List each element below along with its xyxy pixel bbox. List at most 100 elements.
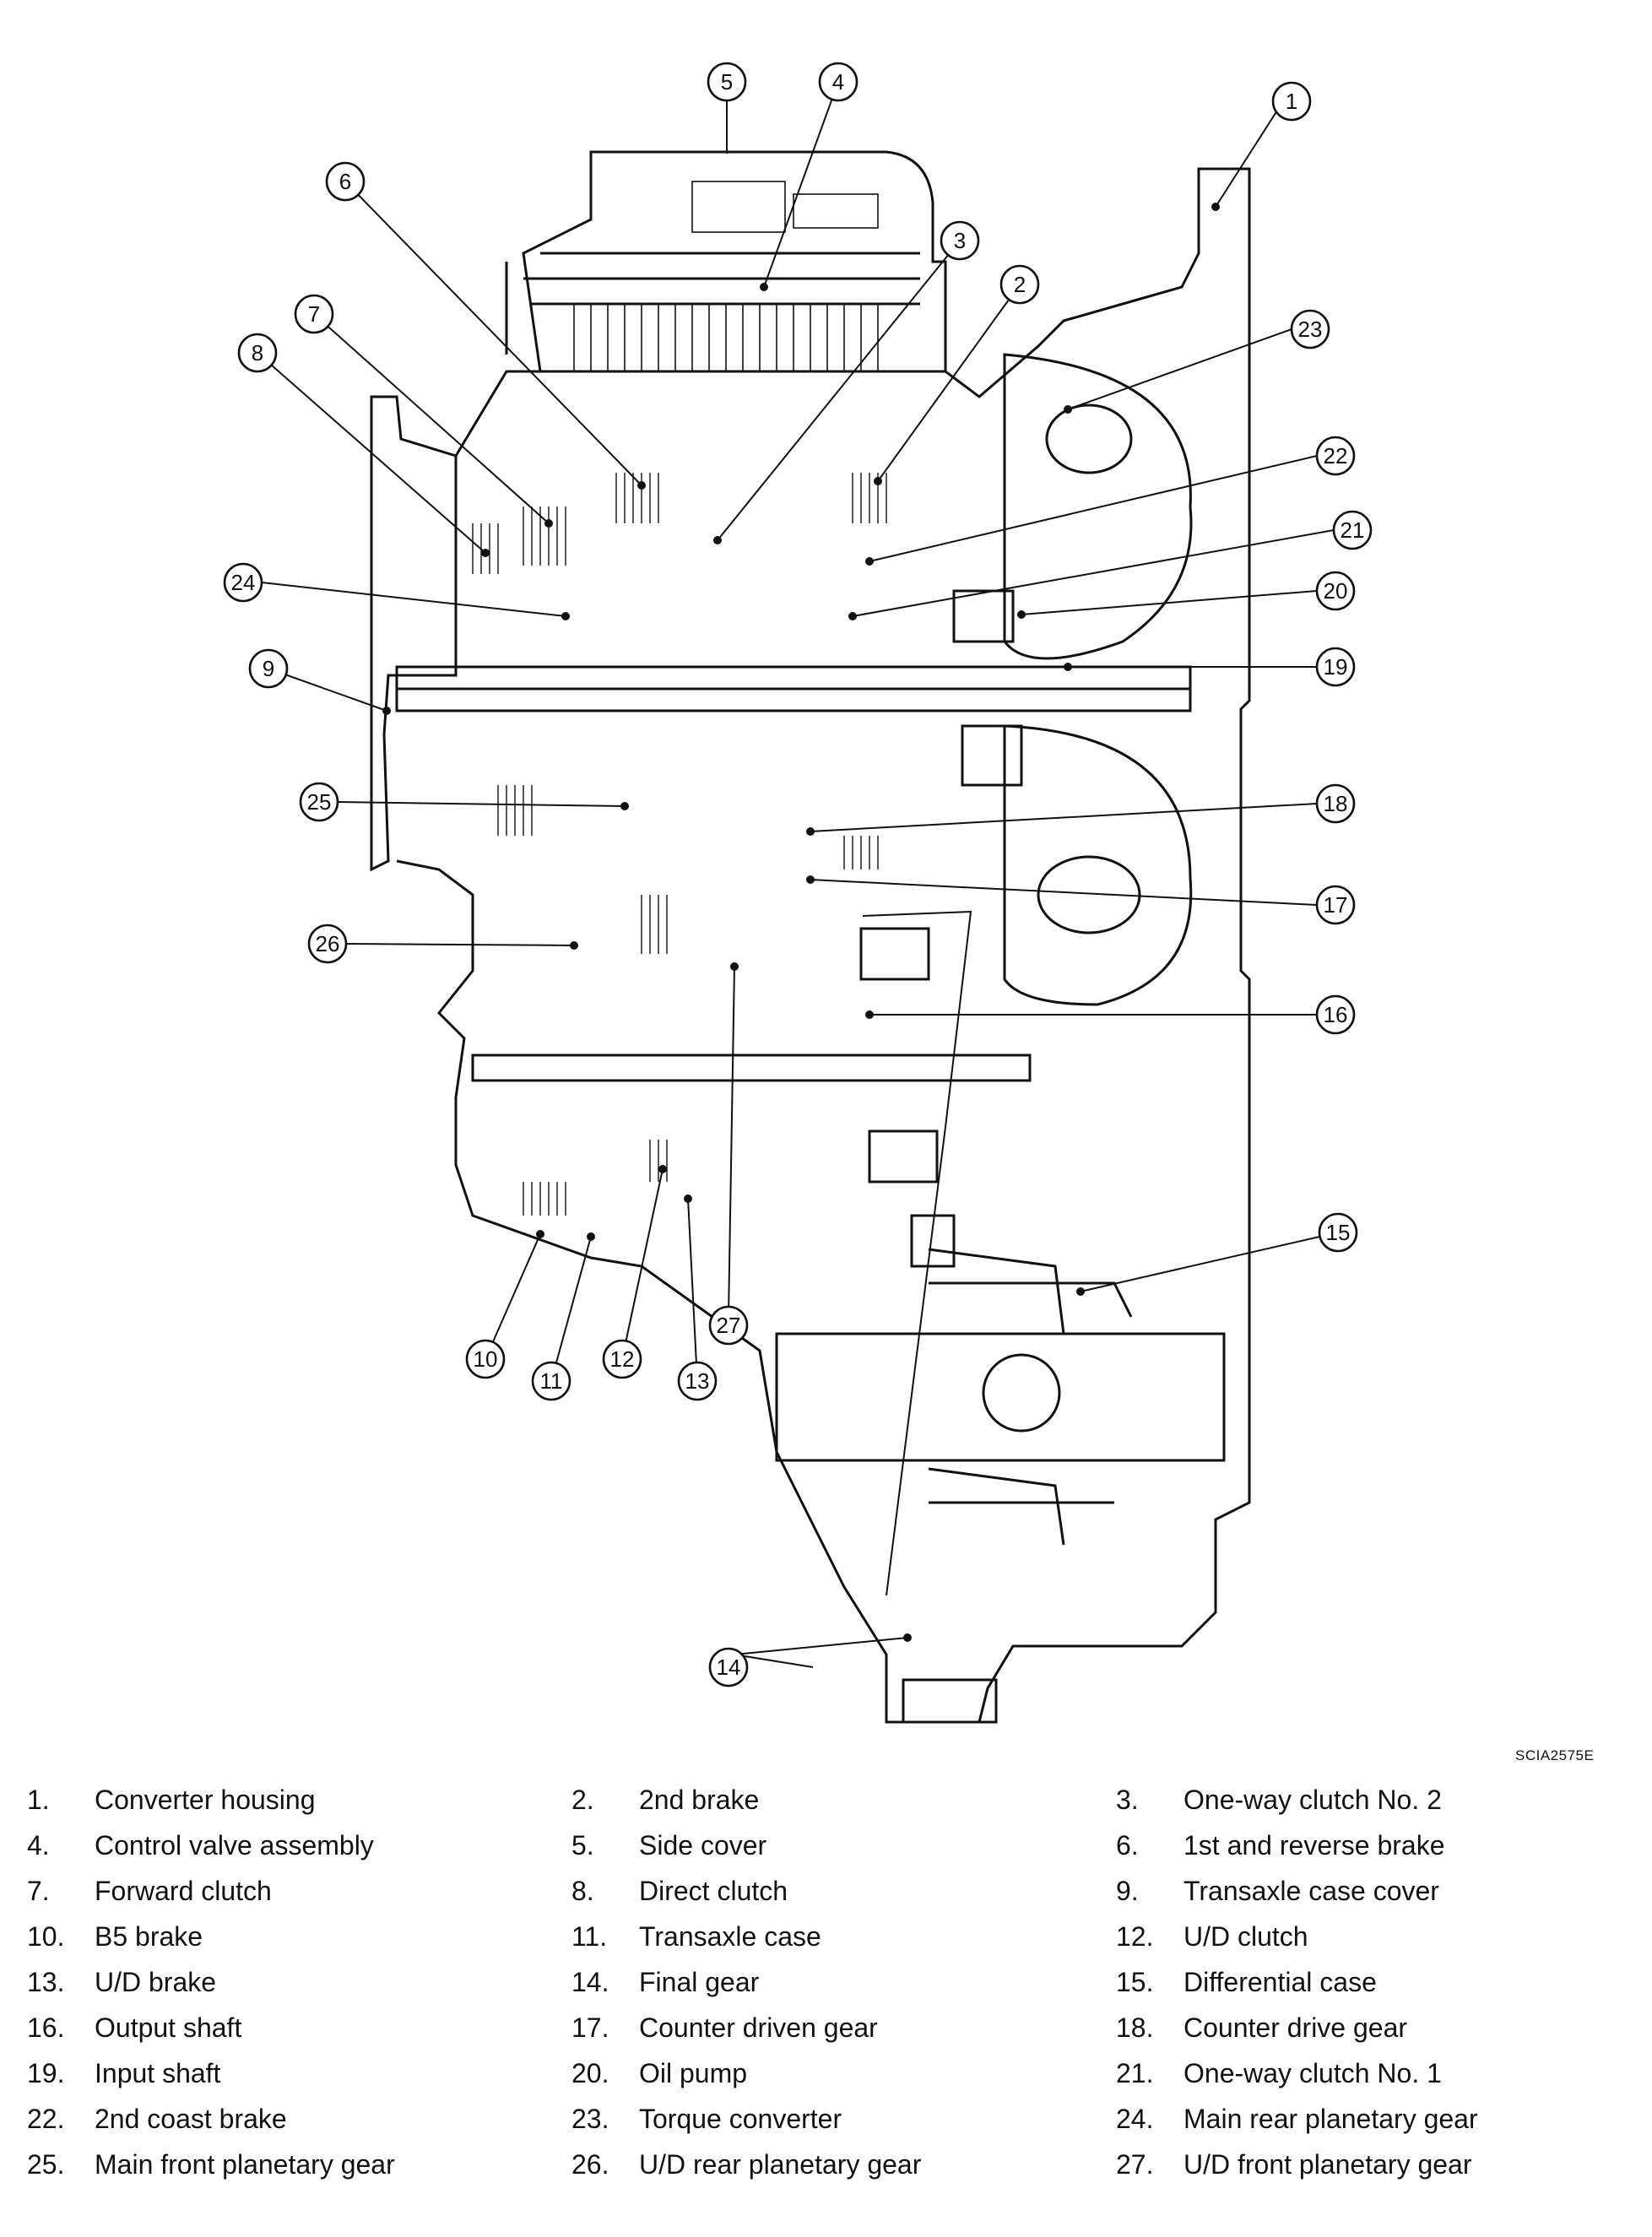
svg-text:6: 6 bbox=[339, 169, 351, 194]
legend-label: 1st and reverse brake bbox=[1183, 1830, 1445, 1861]
clutch-pack-hatching bbox=[472, 473, 887, 1216]
legend-num: 27. bbox=[1116, 2149, 1154, 2180]
callout-14: 14 bbox=[708, 1647, 749, 1687]
svg-text:8: 8 bbox=[252, 340, 263, 366]
legend-item: 25. Main front planetary gear bbox=[27, 2142, 395, 2187]
callout-11: 11 bbox=[531, 1361, 571, 1401]
legend-num: 10. bbox=[27, 1921, 65, 1952]
legend-num: 5. bbox=[571, 1830, 594, 1861]
svg-text:3: 3 bbox=[954, 228, 966, 253]
legend-label: Final gear bbox=[639, 1967, 760, 1997]
callout-3: 3 bbox=[940, 220, 980, 261]
legend-label: Forward clutch bbox=[95, 1876, 272, 1906]
callout-5: 5 bbox=[707, 62, 747, 102]
svg-text:27: 27 bbox=[717, 1313, 741, 1338]
callout-10: 10 bbox=[465, 1339, 506, 1379]
housing-outline bbox=[370, 150, 1251, 1724]
legend-item: 6. 1st and reverse brake bbox=[1116, 1823, 1445, 1868]
transaxle-cross-section-diagram: 1 2 3 4 5 6 7 8 9 10 11 12 13 14 15 16 1… bbox=[223, 62, 1373, 1724]
callout-16: 16 bbox=[1315, 994, 1356, 1035]
valve-body-detail bbox=[573, 181, 879, 371]
svg-text:23: 23 bbox=[1298, 317, 1323, 342]
legend-label: Transaxle case cover bbox=[1183, 1876, 1439, 1906]
svg-text:11: 11 bbox=[540, 1368, 563, 1394]
legend-label: One-way clutch No. 1 bbox=[1183, 2058, 1442, 2088]
legend-label: 2nd brake bbox=[639, 1785, 760, 1815]
legend-label: Direct clutch bbox=[639, 1876, 788, 1906]
legend-label: Input shaft bbox=[95, 2058, 221, 2088]
legend-label: One-way clutch No. 2 bbox=[1183, 1785, 1442, 1815]
legend-label: Counter driven gear bbox=[639, 2012, 878, 2043]
legend-item: 14.Final gear bbox=[571, 1959, 759, 2005]
legend-label: Counter drive gear bbox=[1183, 2012, 1408, 2043]
legend-item: 26.U/D rear planetary gear bbox=[571, 2142, 921, 2187]
svg-text:20: 20 bbox=[1324, 578, 1348, 604]
svg-text:2: 2 bbox=[1014, 272, 1026, 297]
legend-num: 9. bbox=[1116, 1876, 1139, 1906]
legend-num: 1. bbox=[27, 1785, 50, 1815]
legend-num: 17. bbox=[571, 2012, 609, 2043]
svg-text:12: 12 bbox=[610, 1346, 635, 1372]
leader-dots bbox=[382, 203, 1220, 1642]
legend-num: 12. bbox=[1116, 1921, 1154, 1952]
svg-text:18: 18 bbox=[1324, 791, 1348, 816]
legend-label: Output shaft bbox=[95, 2012, 242, 2043]
legend-num: 15. bbox=[1116, 1967, 1154, 1997]
legend-item: 9. Transaxle case cover bbox=[1116, 1868, 1439, 1914]
legend-label: Main front planetary gear bbox=[95, 2149, 395, 2180]
callout-1: 1 bbox=[1271, 81, 1312, 122]
legend-num: 7. bbox=[27, 1876, 50, 1906]
legend-label: Converter housing bbox=[95, 1785, 316, 1815]
legend-num: 21. bbox=[1116, 2058, 1154, 2088]
legend-label: Transaxle case bbox=[639, 1921, 821, 1952]
legend-num: 16. bbox=[27, 2012, 65, 2043]
svg-text:17: 17 bbox=[1324, 892, 1348, 918]
svg-text:24: 24 bbox=[231, 570, 256, 595]
callout-12: 12 bbox=[602, 1339, 642, 1379]
legend-item: 20.Oil pump bbox=[571, 2050, 747, 2096]
legend-label: 2nd coast brake bbox=[95, 2104, 287, 2134]
callout-2: 2 bbox=[999, 264, 1040, 305]
legend-item: 8. Direct clutch bbox=[571, 1868, 788, 1914]
legend-item: 12. U/D clutch bbox=[1116, 1914, 1308, 1959]
legend-num: 23. bbox=[571, 2104, 609, 2134]
callout-7: 7 bbox=[294, 294, 334, 334]
legend-num: 6. bbox=[1116, 1830, 1139, 1861]
svg-text:7: 7 bbox=[308, 301, 320, 327]
legend-label: U/D clutch bbox=[1183, 1921, 1308, 1952]
legend-item: 21. One-way clutch No. 1 bbox=[1116, 2050, 1442, 2096]
svg-text:4: 4 bbox=[832, 69, 844, 95]
legend-num: 8. bbox=[571, 1876, 594, 1906]
svg-text:9: 9 bbox=[263, 656, 274, 681]
svg-text:13: 13 bbox=[685, 1368, 710, 1394]
legend-num: 4. bbox=[27, 1830, 50, 1861]
legend-item: 5.Side cover bbox=[571, 1823, 766, 1868]
callout-8: 8 bbox=[237, 333, 278, 373]
svg-text:14: 14 bbox=[717, 1655, 741, 1680]
callout-24: 24 bbox=[223, 562, 263, 603]
svg-text:19: 19 bbox=[1324, 654, 1348, 680]
svg-text:21: 21 bbox=[1341, 517, 1365, 543]
legend-label: U/D front planetary gear bbox=[1183, 2149, 1472, 2180]
svg-text:26: 26 bbox=[316, 931, 340, 956]
callout-23: 23 bbox=[1290, 309, 1330, 349]
svg-text:5: 5 bbox=[721, 69, 733, 95]
svg-text:22: 22 bbox=[1324, 443, 1348, 469]
legend-label: Oil pump bbox=[639, 2058, 748, 2088]
legend-item: 19.Input shaft bbox=[27, 2050, 220, 2096]
callout-26: 26 bbox=[307, 924, 348, 964]
legend-item: 10.B5 brake bbox=[27, 1914, 203, 1959]
callout-13: 13 bbox=[677, 1361, 718, 1401]
callout-19: 19 bbox=[1315, 647, 1356, 687]
svg-text:1: 1 bbox=[1286, 89, 1297, 114]
parts-legend: 1.Converter housing 2.2nd brake 3.One-wa… bbox=[27, 1777, 1631, 2233]
svg-text:16: 16 bbox=[1324, 1002, 1348, 1027]
legend-item: 15.Differential case bbox=[1116, 1959, 1377, 2005]
callout-18: 18 bbox=[1315, 783, 1356, 824]
legend-label: U/D brake bbox=[95, 1967, 217, 1997]
legend-item: 1. Converter housing bbox=[27, 1777, 315, 1823]
callout-27: 27 bbox=[708, 1305, 749, 1346]
legend-item: 24.Main rear planetary gear bbox=[1116, 2096, 1478, 2142]
legend-num: 25. bbox=[27, 2149, 65, 2180]
legend-label: U/D rear planetary gear bbox=[639, 2149, 922, 2180]
